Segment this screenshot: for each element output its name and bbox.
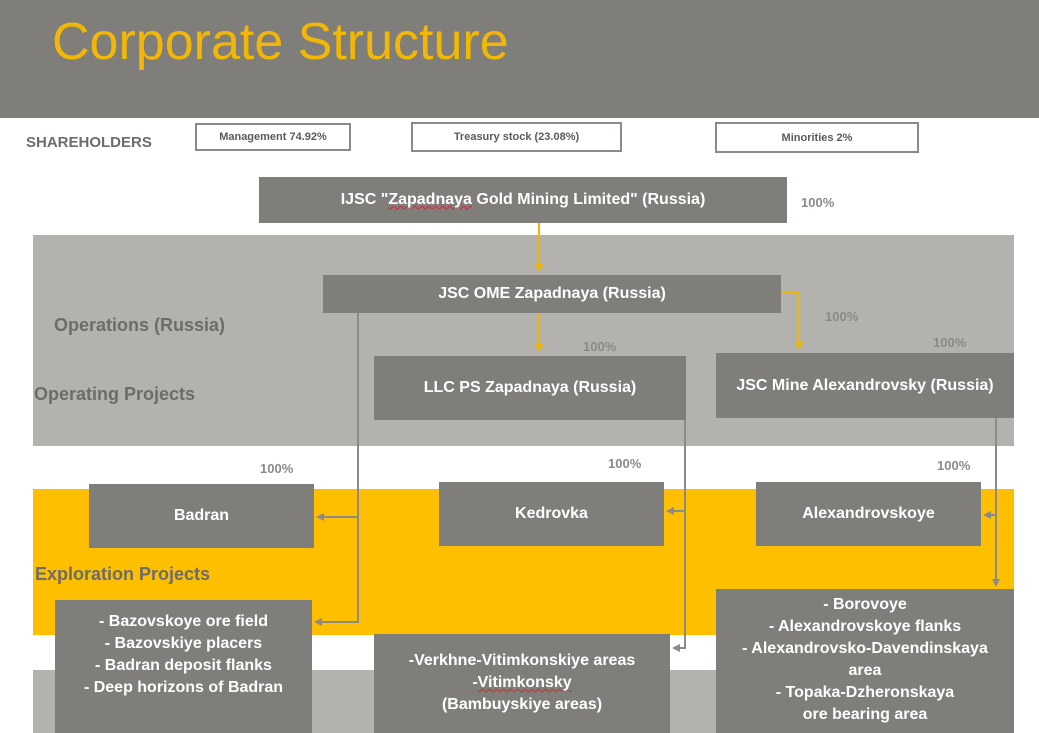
ijsc-suffix: Gold Mining Limited" (Russia) — [471, 191, 706, 208]
list-item: area — [848, 662, 882, 679]
list-item: ore bearing area — [802, 706, 928, 723]
pct-mine-alex-top: 100% — [825, 309, 859, 324]
operations-label: Operations (Russia) — [54, 315, 226, 335]
page-title: Corporate Structure — [52, 13, 509, 71]
list-item: - Bazovskiye placers — [104, 635, 263, 652]
pct-mine-alex: 100% — [933, 335, 967, 350]
operating-projects-label: Operating Projects — [34, 384, 196, 404]
badran-projects-list: - Bazovskoye ore field - Bazovskiye plac… — [55, 600, 312, 733]
arrow-ome-to-badran — [316, 313, 359, 521]
shareholders-label: SHAREHOLDERS — [26, 134, 152, 151]
header-bar — [0, 0, 1039, 118]
list-item: - Alexandrovsko-Davendinskaya — [742, 640, 988, 657]
list-item: - Bazovskoye ore field — [99, 613, 268, 630]
pct-kedrovka: 100% — [608, 456, 642, 471]
alexandrovskoye-box: Alexandrovskoye — [756, 482, 981, 546]
shareholder-minorities: Minorities 2% — [715, 122, 919, 153]
arrow-ome-to-badran-list — [314, 517, 359, 626]
arrow-ome-to-mine-alex — [781, 292, 803, 350]
jsc-mine-alexandrovsky-box: JSC Mine Alexandrovsky (Russia) — [716, 353, 1014, 418]
jsc-ome-box: JSC OME Zapadnaya (Russia) — [323, 275, 781, 313]
list-item-name: Vitimkonsky — [477, 674, 572, 691]
exploration-projects-label: Exploration Projects — [35, 564, 211, 584]
alexandrovskoye-projects-list: - Borovoye - Alexandrovskoye flanks - Al… — [716, 589, 1014, 733]
arrow-mine-alex-to-alexandrovskoye — [983, 418, 997, 519]
llc-ps-zapadnaya-box: LLC PS Zapadnaya (Russia) — [374, 356, 686, 420]
list-item: - Badran deposit flanks — [95, 657, 272, 674]
list-item: -Verkhne-Vitimkonskiye areas — [408, 652, 636, 669]
arrow-llc-ps-to-kedrovka-list — [672, 511, 686, 652]
list-item: - Alexandrovskoye flanks — [768, 618, 962, 635]
pct-alexandrovskoye: 100% — [937, 458, 971, 473]
kedrovka-projects-list: -Verkhne-Vitimkonskiye areas -Vitimkonsk… — [374, 634, 670, 733]
arrow-llc-ps-to-kedrovka — [666, 420, 686, 515]
ijsc-prefix: IJSC " — [340, 191, 389, 208]
list-item: - Borovoye — [823, 596, 907, 613]
kedrovka-box: Kedrovka — [439, 482, 664, 546]
list-item: (Bambuyskiye areas) — [441, 696, 603, 713]
list-item: - Topaka-Dzheronskaya — [775, 684, 955, 701]
list-item: -Vitimkonsky — [374, 672, 670, 694]
ijsc-zapadnaya-box: IJSC "Zapadnaya Gold Mining Limited" (Ru… — [259, 177, 787, 223]
pct-llc-ps: 100% — [583, 339, 617, 354]
shareholder-treasury: Treasury stock (23.08%) — [411, 122, 622, 152]
badran-box: Badran — [89, 484, 314, 548]
pct-ijsc: 100% — [801, 195, 835, 210]
list-item: - Deep horizons of Badran — [83, 679, 284, 696]
pct-badran: 100% — [260, 461, 294, 476]
list-item-prefix: - — [472, 674, 478, 691]
shareholder-management: Management 74.92% — [195, 123, 351, 151]
ijsc-name: Zapadnaya — [388, 191, 472, 208]
